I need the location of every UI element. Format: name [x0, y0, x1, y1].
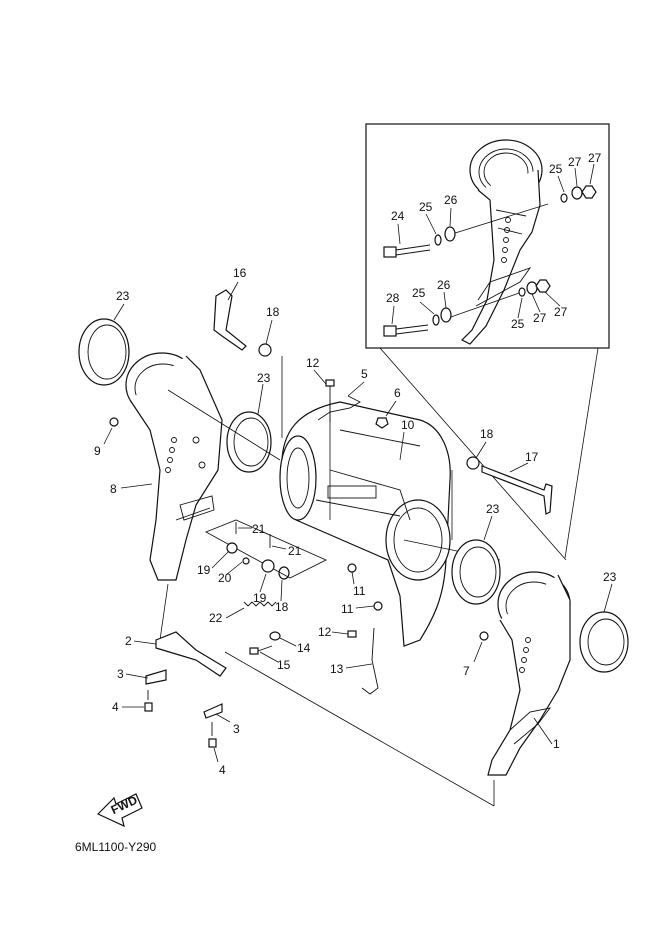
callout-21: 21: [252, 522, 266, 536]
callout-7: 7: [463, 664, 470, 678]
stopper-parts: [144, 379, 389, 748]
callout-11: 11: [341, 602, 354, 616]
callout-23: 23: [486, 502, 500, 516]
callout-18: 18: [480, 427, 494, 441]
callout-23: 23: [603, 570, 617, 584]
callout-16: 16: [233, 266, 247, 280]
callout-28: 28: [386, 291, 400, 305]
inset-bolt-28: [383, 291, 523, 337]
callout-2: 2: [125, 634, 132, 648]
left-clamp-bracket: [78, 318, 272, 581]
diagram-code: 6ML1100-Y290: [75, 840, 156, 854]
callout-26: 26: [444, 193, 458, 207]
callout-12: 12: [318, 625, 332, 639]
callout-15: 15: [277, 658, 291, 672]
callout-18: 18: [266, 305, 280, 319]
callout-4: 4: [112, 700, 119, 714]
callout-22: 22: [209, 611, 223, 625]
callout-25: 25: [511, 317, 525, 331]
callout-10: 10: [401, 418, 415, 432]
callout-13: 13: [330, 662, 344, 676]
callout-12: 12: [306, 356, 320, 370]
fwd-arrow-icon: FWD: [96, 793, 143, 828]
callout-23: 23: [257, 371, 271, 385]
callout-19: 19: [197, 563, 211, 577]
inset-bolt-24: [383, 203, 549, 258]
callout-21: 21: [288, 544, 302, 558]
callout-27: 27: [568, 155, 582, 169]
callout-20: 20: [218, 571, 232, 585]
callout-numbers: 23 16 18 12 5 6 23 9 8 10 18 17 23 23 7 …: [94, 151, 617, 777]
swivel-housing: [279, 401, 451, 647]
callout-18: 18: [275, 600, 289, 614]
callout-25: 25: [549, 162, 563, 176]
callout-14: 14: [297, 641, 311, 655]
callout-23: 23: [116, 289, 130, 303]
pin-17: [481, 465, 553, 515]
callout-25: 25: [412, 286, 426, 300]
callout-leaders: [103, 163, 613, 763]
inset-bracket: [460, 139, 543, 345]
callout-3: 3: [117, 667, 124, 681]
callout-5: 5: [361, 367, 368, 381]
callout-19: 19: [253, 591, 267, 605]
callout-4: 4: [219, 763, 226, 777]
callout-1: 1: [553, 737, 560, 751]
callout-3: 3: [233, 722, 240, 736]
inset-detail: [365, 123, 610, 561]
callout-9: 9: [94, 444, 101, 458]
callout-26: 26: [437, 278, 451, 292]
callout-11: 11: [353, 584, 366, 598]
callout-6: 6: [394, 386, 401, 400]
callout-17: 17: [525, 450, 539, 464]
callout-27: 27: [554, 305, 568, 319]
right-clamp-bracket: [451, 539, 629, 776]
callout-25: 25: [419, 200, 433, 214]
callout-8: 8: [110, 482, 117, 496]
pin-16: [213, 289, 247, 351]
callout-27: 27: [533, 311, 547, 325]
callout-24: 24: [391, 209, 405, 223]
callout-27: 27: [588, 151, 602, 165]
